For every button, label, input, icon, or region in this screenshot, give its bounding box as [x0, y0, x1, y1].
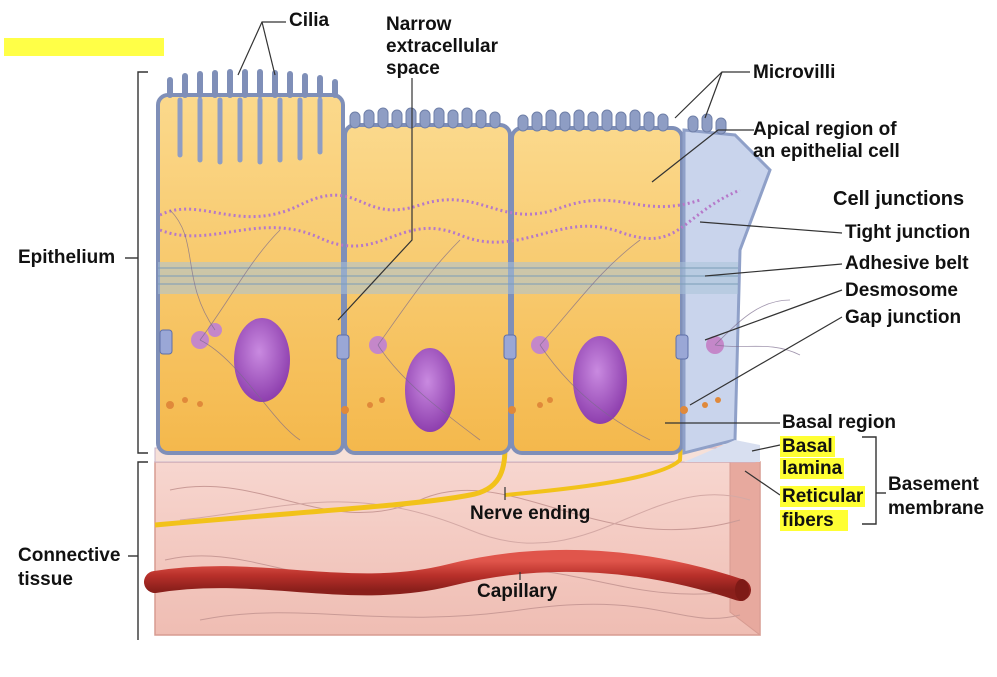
label-apical-region-2: an epithelial cell [753, 141, 900, 162]
label-reticular-fibers-1: Reticular [780, 486, 866, 508]
label-narrow-space-1: Narrow [386, 14, 452, 35]
reticular-fibers-line1: Reticular [780, 486, 866, 507]
desmosomes [159, 329, 689, 360]
leader-lines [237, 21, 843, 580]
nerve-branch [504, 419, 684, 497]
connective-tissue-bracket [128, 461, 148, 640]
nerve-fiber [154, 380, 508, 528]
reticular-fibers-line2: fibers [780, 510, 848, 531]
tight-junction-strands [159, 188, 741, 248]
label-narrow-space-3: space [386, 58, 440, 79]
label-narrow-space-2: extracellular [386, 36, 498, 57]
label-connective-tissue-2: tissue [18, 569, 73, 590]
label-basal-region: Basal region [782, 412, 897, 433]
label-apical-region-1: Apical region of [753, 119, 897, 140]
label-adhesive-belt: Adhesive belt [845, 253, 969, 274]
connective-tissue-block [154, 439, 761, 637]
intermediate-filaments [169, 209, 801, 441]
label-connective-tissue-1: Connective [18, 545, 121, 566]
adhesive-belt-lines [158, 267, 738, 285]
label-cell-junctions-heading: Cell junctions [833, 188, 965, 210]
label-basal-lamina-1: Basal [780, 436, 835, 458]
label-microvilli: Microvilli [753, 62, 836, 83]
label-epithelium: Epithelium [18, 247, 116, 268]
label-nerve-ending: Nerve ending [470, 503, 591, 524]
label-desmosome: Desmosome [845, 280, 958, 301]
basal-lamina-line2: lamina [780, 458, 845, 479]
basement-membrane-bracket [862, 436, 886, 525]
highlight-remnant [4, 38, 164, 56]
label-capillary: Capillary [477, 581, 558, 602]
label-basal-lamina-2: lamina [780, 458, 845, 480]
label-gap-junction: Gap junction [845, 307, 962, 328]
cilia-roots [177, 97, 323, 165]
basal-lamina-line1: Basal [780, 436, 835, 457]
cilia [167, 69, 338, 98]
adhesive-belt-band [158, 262, 738, 294]
label-basement-membrane-2: membrane [888, 498, 985, 519]
label-tight-junction: Tight junction [845, 222, 971, 243]
epithelium-bracket [125, 71, 148, 454]
label-basement-membrane-1: Basement [888, 474, 979, 495]
label-cilia: Cilia [289, 10, 330, 31]
nuclei [234, 318, 627, 432]
label-reticular-fibers-2: fibers [780, 510, 848, 532]
capillary-vessel [144, 549, 751, 601]
gap-junctions [166, 397, 721, 414]
